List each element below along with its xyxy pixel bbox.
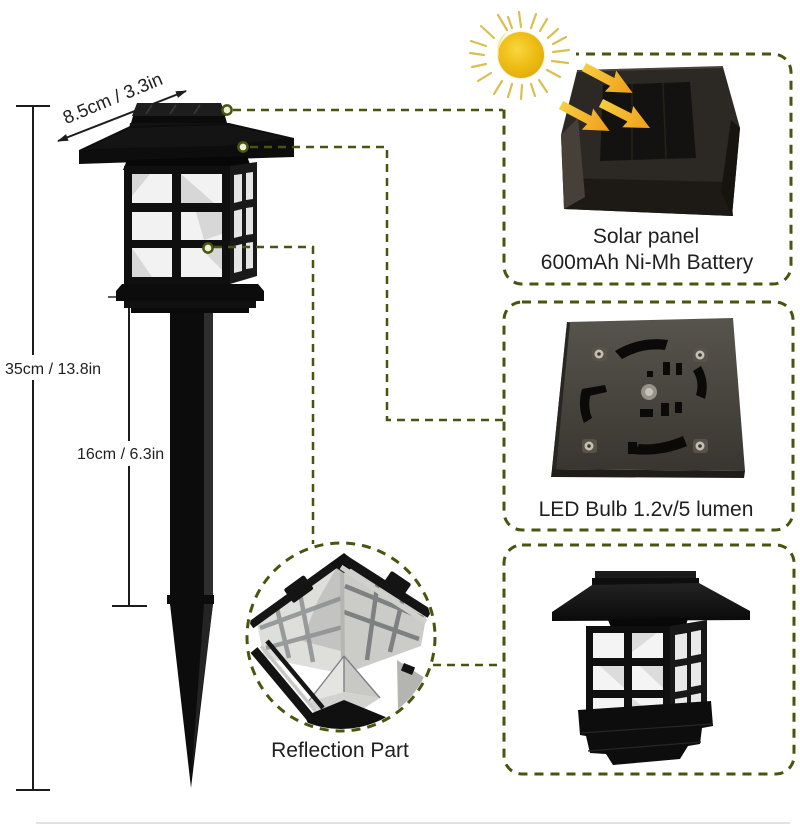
svg-text:16cm / 6.3in: 16cm / 6.3in xyxy=(77,446,164,463)
svg-text:35cm / 13.8in: 35cm / 13.8in xyxy=(5,361,101,378)
svg-text:Solar panel: Solar panel xyxy=(593,225,699,248)
svg-text:LED Bulb 1.2v/5 lumen: LED Bulb 1.2v/5 lumen xyxy=(539,498,754,521)
svg-text:600mAh Ni-Mh Battery: 600mAh Ni-Mh Battery xyxy=(541,251,754,274)
svg-text:Reflection Part: Reflection Part xyxy=(271,739,409,762)
